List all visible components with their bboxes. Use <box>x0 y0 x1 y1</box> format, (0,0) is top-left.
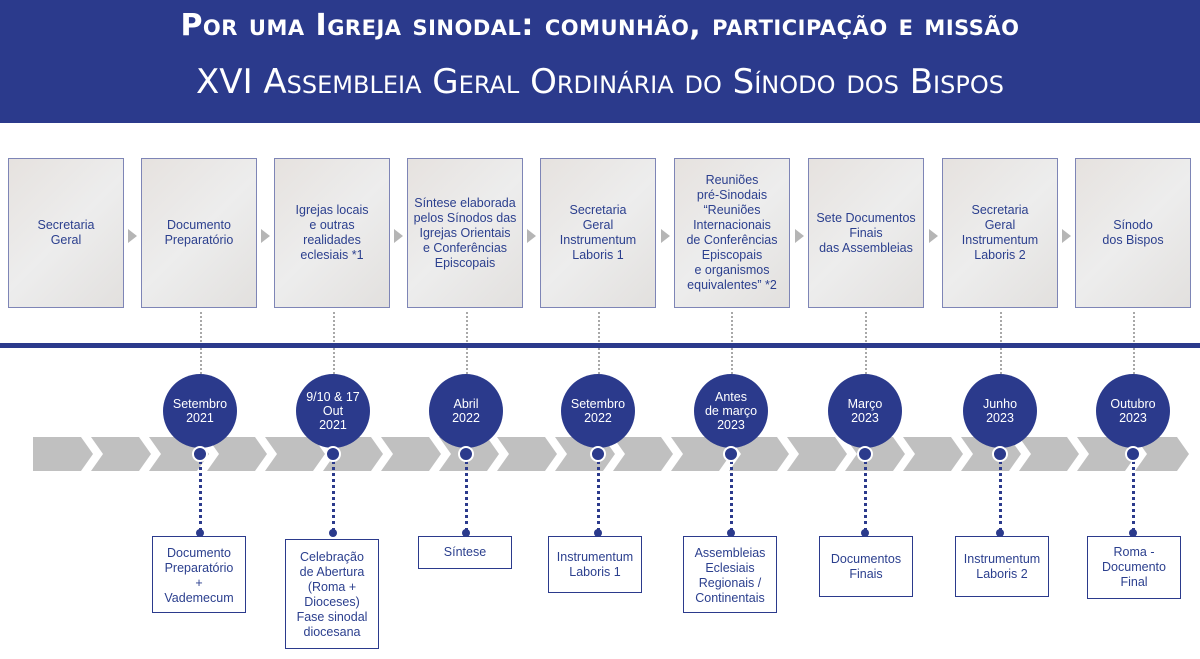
chevron-right-icon <box>128 229 137 243</box>
header-banner: Por uma Igreja sinodal: comunhão, partic… <box>0 0 1200 123</box>
output-box: Documento Preparatório + Vademecum <box>152 536 246 613</box>
stage-box: Secretaria Geral Instrumentum Laboris 2 <box>942 158 1058 308</box>
output-box: Instrumentum Laboris 2 <box>955 536 1049 597</box>
band-segment <box>903 437 963 471</box>
connector-dot <box>462 529 470 537</box>
stage-box: Reuniões pré-Sinodais “Reuniões Internac… <box>674 158 790 308</box>
timeline-dot <box>325 446 341 462</box>
timeline-dot <box>590 446 606 462</box>
timeline-dot <box>723 446 739 462</box>
main-title: Por uma Igreja sinodal: comunhão, partic… <box>180 8 1020 43</box>
connector-line <box>1132 460 1135 532</box>
subtitle: XVI Assembleia Geral Ordinária do Sínodo… <box>196 62 1004 102</box>
band-segment <box>497 437 557 471</box>
output-box: Síntese <box>418 536 512 569</box>
timeline-dot <box>192 446 208 462</box>
connector-line <box>730 460 733 532</box>
connector-line <box>199 460 202 532</box>
date-circle: Setembro 2022 <box>561 374 635 448</box>
band-segment <box>787 437 847 471</box>
connector-line <box>999 460 1002 532</box>
date-circle: Antes de março 2023 <box>694 374 768 448</box>
connector-dot <box>329 529 337 537</box>
band-segment <box>613 437 673 471</box>
date-circle: 9/10 & 17 Out 2021 <box>296 374 370 448</box>
band-segment <box>33 437 93 471</box>
date-circle: Março 2023 <box>828 374 902 448</box>
chevron-right-icon <box>261 229 270 243</box>
timeline-dot <box>458 446 474 462</box>
stage-box: Sete Documentos Finais das Assembleias <box>808 158 924 308</box>
chevron-right-icon <box>527 229 536 243</box>
timeline-dot <box>992 446 1008 462</box>
output-box: Roma - Documento Final <box>1087 536 1181 599</box>
stage-box: Secretaria Geral Instrumentum Laboris 1 <box>540 158 656 308</box>
connector-dot <box>996 529 1004 537</box>
stage-box: Sínodo dos Bispos <box>1075 158 1191 308</box>
output-box: Documentos Finais <box>819 536 913 597</box>
connector-dot <box>861 529 869 537</box>
timeline-divider <box>0 343 1200 348</box>
connector-dot <box>594 529 602 537</box>
band-segment <box>1019 437 1079 471</box>
stage-box: Secretaria Geral <box>8 158 124 308</box>
connector-dot <box>727 529 735 537</box>
date-circle: Setembro 2021 <box>163 374 237 448</box>
chevron-right-icon <box>661 229 670 243</box>
connector-dot <box>196 529 204 537</box>
chevron-right-icon <box>795 229 804 243</box>
chevron-right-icon <box>394 229 403 243</box>
output-box: Instrumentum Laboris 1 <box>548 536 642 593</box>
connector-line <box>864 460 867 532</box>
stage-box: Igrejas locais e outras realidades ecles… <box>274 158 390 308</box>
connector-line <box>597 460 600 532</box>
band-segment <box>91 437 151 471</box>
band-segment <box>381 437 441 471</box>
output-box: Celebração de Abertura (Roma + Dioceses)… <box>285 539 379 649</box>
stage-box: Documento Preparatório <box>141 158 257 308</box>
date-circle: Abril 2022 <box>429 374 503 448</box>
connector-line <box>332 460 335 532</box>
date-circle: Outubro 2023 <box>1096 374 1170 448</box>
stage-box: Síntese elaborada pelos Sínodos das Igre… <box>407 158 523 308</box>
timeline-dot <box>1125 446 1141 462</box>
chevron-right-icon <box>929 229 938 243</box>
chevron-right-icon <box>1062 229 1071 243</box>
timeline-dot <box>857 446 873 462</box>
output-box: Assembleias Eclesiais Regionais / Contin… <box>683 536 777 613</box>
connector-line <box>465 460 468 532</box>
date-circle: Junho 2023 <box>963 374 1037 448</box>
connector-dot <box>1129 529 1137 537</box>
